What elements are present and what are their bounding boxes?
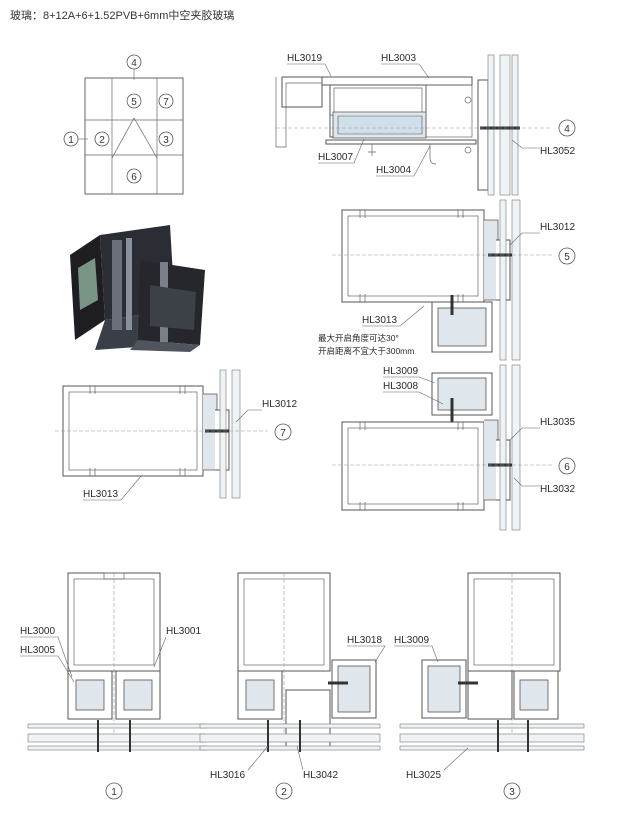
label-hl3018: HL3018: [347, 635, 386, 663]
svg-text:5: 5: [564, 252, 570, 263]
label-hl3009-bottom: HL3009: [394, 635, 439, 663]
section-4-detail: [275, 54, 552, 196]
section-6-detail: [332, 364, 552, 531]
svg-text:7: 7: [163, 97, 169, 108]
bottom-marker-3: 3: [503, 782, 521, 800]
section-marker-5: 5: [558, 247, 576, 265]
elevation-marker-6: 6: [126, 168, 142, 184]
svg-text:HL3009: HL3009: [383, 366, 418, 377]
label-hl3004: HL3004: [376, 145, 431, 177]
elevation-marker-2: 2: [94, 131, 110, 147]
label-hl3009-top: HL3009: [383, 366, 436, 384]
bottom-section-1: [27, 572, 207, 752]
label-hl3016: HL3016: [210, 745, 269, 781]
section-7-detail: [55, 369, 268, 499]
bottom-marker-2: 2: [275, 782, 293, 800]
svg-text:6: 6: [131, 172, 137, 183]
bottom-section-2: [199, 572, 381, 752]
svg-text:HL3018: HL3018: [347, 635, 382, 646]
label-hl3035: HL3035: [509, 417, 575, 441]
section-5-detail: [332, 199, 552, 361]
label-hl3019: HL3019: [287, 53, 332, 77]
bottom-marker-1: 1: [105, 782, 123, 800]
elevation-marker-5: 5: [126, 93, 142, 109]
svg-text:HL3042: HL3042: [303, 770, 338, 781]
svg-text:HL3005: HL3005: [20, 645, 55, 656]
label-hl3001: HL3001: [153, 626, 201, 668]
svg-text:HL3025: HL3025: [406, 770, 441, 781]
elevation-marker-1: 1: [63, 131, 88, 147]
svg-text:1: 1: [111, 787, 117, 798]
svg-text:HL3013: HL3013: [83, 489, 118, 500]
elevation-marker-4: 4: [126, 54, 142, 80]
label-hl3008: HL3008: [383, 381, 444, 405]
svg-text:HL3008: HL3008: [383, 381, 418, 392]
svg-text:7: 7: [280, 428, 286, 439]
label-hl3003: HL3003: [381, 53, 430, 79]
svg-text:4: 4: [564, 124, 570, 135]
svg-text:HL3052: HL3052: [540, 146, 575, 157]
svg-text:HL3019: HL3019: [287, 53, 322, 64]
svg-text:HL3013: HL3013: [362, 315, 397, 326]
label-hl3005: HL3005: [20, 645, 75, 683]
label-hl3012-left: HL3012: [235, 399, 297, 423]
label-hl3032: HL3032: [513, 477, 575, 495]
svg-text:6: 6: [564, 462, 570, 473]
elevation-diagram: 4 5 7 1 2 3 6: [63, 54, 184, 195]
svg-text:HL3007: HL3007: [318, 152, 353, 163]
label-hl3012-top: HL3012: [509, 222, 575, 246]
label-hl3042: HL3042: [296, 745, 338, 781]
profile-3d-illustration: [70, 225, 205, 352]
label-hl3007: HL3007: [318, 138, 365, 164]
svg-text:3: 3: [509, 787, 515, 798]
label-hl3013-left: HL3013: [83, 475, 142, 501]
svg-text:HL3009: HL3009: [394, 635, 429, 646]
label-hl3000: HL3000: [20, 626, 73, 678]
svg-text:HL3004: HL3004: [376, 165, 411, 176]
svg-text:4: 4: [131, 58, 137, 69]
label-hl3025: HL3025: [406, 747, 469, 781]
svg-text:2: 2: [281, 787, 287, 798]
svg-text:HL3003: HL3003: [381, 53, 416, 64]
bottom-section-3: [399, 572, 585, 752]
note-max-distance: 开启距离不宜大于300mm: [318, 346, 414, 356]
svg-text:5: 5: [131, 97, 137, 108]
section-marker-4: 4: [558, 119, 576, 137]
svg-text:3: 3: [163, 135, 169, 146]
svg-text:HL3016: HL3016: [210, 770, 245, 781]
section-marker-6: 6: [558, 457, 576, 475]
section-marker-7: 7: [274, 423, 292, 441]
svg-text:HL3032: HL3032: [540, 484, 575, 495]
svg-text:HL3012: HL3012: [262, 399, 297, 410]
svg-text:HL3001: HL3001: [166, 626, 201, 637]
elevation-marker-7: 7: [158, 93, 174, 109]
note-max-angle: 最大开启角度可达30°: [318, 333, 399, 343]
svg-text:1: 1: [68, 135, 74, 146]
svg-text:2: 2: [99, 135, 105, 146]
elevation-marker-3: 3: [158, 131, 174, 147]
svg-text:HL3012: HL3012: [540, 222, 575, 233]
label-hl3052: HL3052: [511, 139, 575, 157]
svg-text:HL3000: HL3000: [20, 626, 55, 637]
label-hl3013-mid: HL3013: [362, 305, 425, 327]
glass-spec-caption: 玻璃：8+12A+6+1.52PVB+6mm中空夹胶玻璃: [10, 10, 235, 22]
svg-text:HL3035: HL3035: [540, 417, 575, 428]
